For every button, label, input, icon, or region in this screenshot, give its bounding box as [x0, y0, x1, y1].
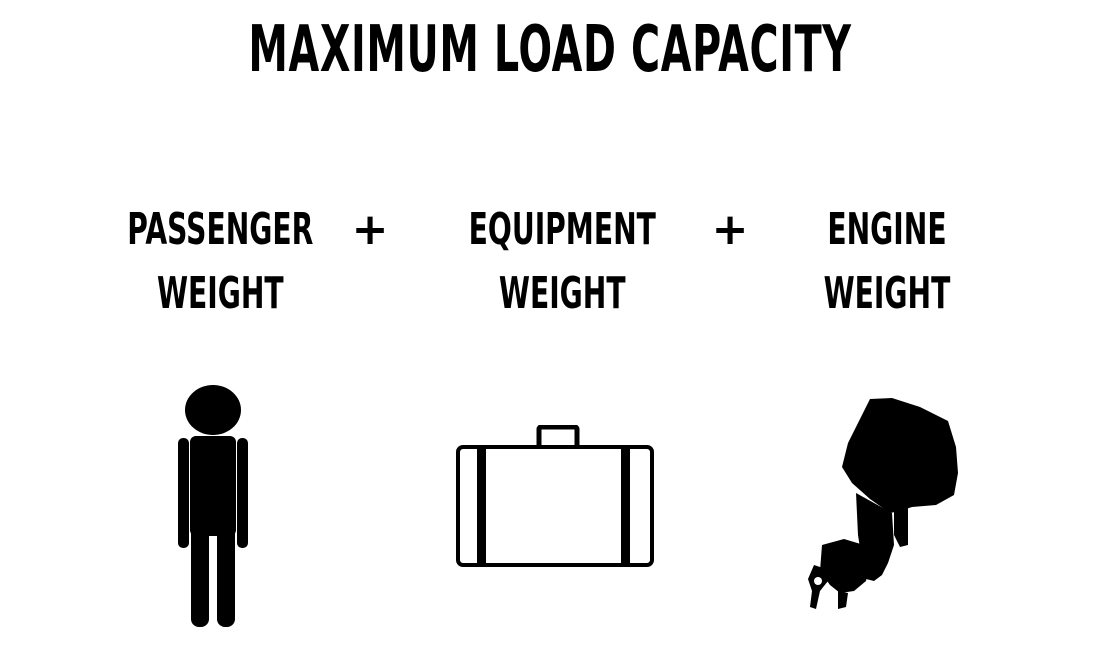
plus-operator-1: + [351, 204, 389, 255]
engine-weight-label-line2: WEIGHT [823, 268, 951, 319]
outboard-engine-icon [808, 398, 958, 609]
equipment-weight-label-line2: WEIGHT [498, 268, 626, 319]
suitcase-icon [456, 425, 654, 567]
equipment-weight-label-line1: EQUIPMENT [468, 204, 656, 255]
passenger-weight-label: PASSENGER WEIGHT [60, 198, 380, 326]
passenger-weight-label-line1: PASSENGER [126, 204, 313, 255]
engine-weight-label: ENGINE WEIGHT [727, 198, 1047, 326]
page-title: MAXIMUM LOAD CAPACITY [248, 13, 852, 87]
person-icon [178, 385, 248, 627]
engine-weight-label-line1: ENGINE [827, 204, 947, 255]
plus-operator-2: + [711, 204, 749, 255]
equipment-weight-label: EQUIPMENT WEIGHT [402, 198, 722, 326]
passenger-weight-label-line2: WEIGHT [156, 268, 284, 319]
